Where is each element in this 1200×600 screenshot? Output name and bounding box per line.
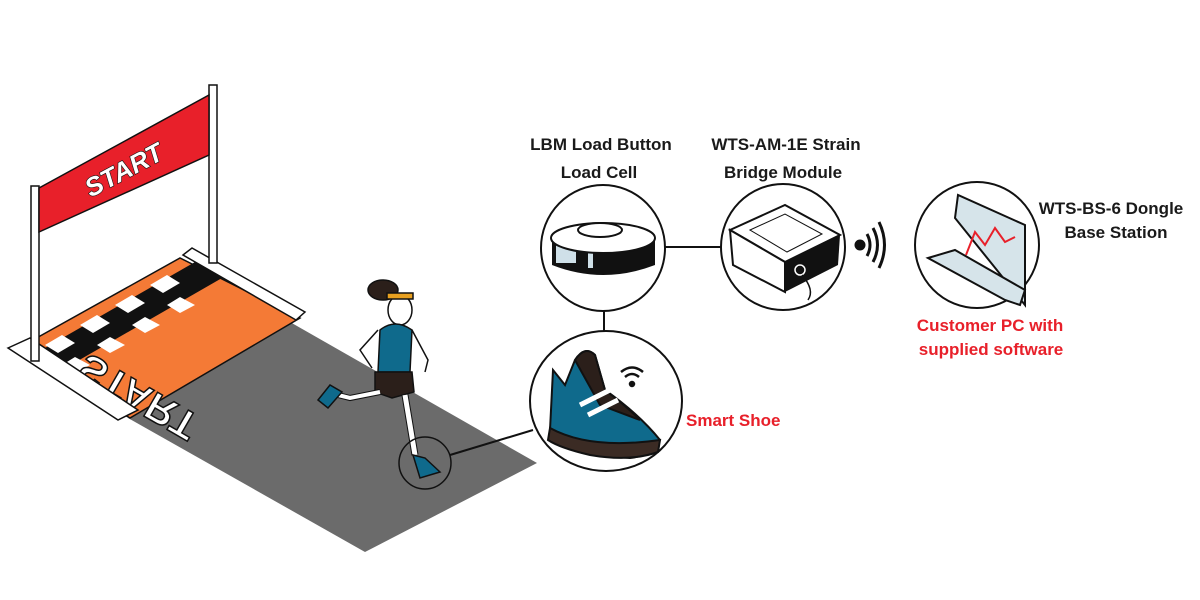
base-station-label-line2: Base Station <box>1065 223 1168 242</box>
bridge-module-node <box>720 183 846 311</box>
pc-label-line1: Customer PC with <box>917 316 1063 335</box>
runner <box>316 279 442 479</box>
chart-line-icon <box>965 226 1016 256</box>
start-banner <box>38 93 210 234</box>
load-cell-node <box>540 184 666 312</box>
laptop-node <box>914 181 1040 309</box>
base-station-label-line1: WTS-BS-6 Dongle <box>1039 199 1184 218</box>
pc-label-line2: supplied software <box>919 340 1064 359</box>
track-floor <box>128 322 537 552</box>
load-cell-label-line1: LBM Load Button <box>530 135 672 154</box>
checkered-strip <box>38 262 222 370</box>
wifi-icon <box>620 366 644 388</box>
connector-line <box>449 429 534 456</box>
wireless-signal-icon <box>854 221 886 269</box>
smart-shoe-label: Smart Shoe <box>686 411 780 430</box>
load-cell-label-line2: Load Cell <box>561 163 638 182</box>
module-label-line2: Bridge Module <box>724 163 842 182</box>
module-label-line1: WTS-AM-1E Strain <box>711 135 860 154</box>
smart-shoe-node <box>529 330 683 472</box>
shoe-highlight-circle <box>398 436 452 490</box>
